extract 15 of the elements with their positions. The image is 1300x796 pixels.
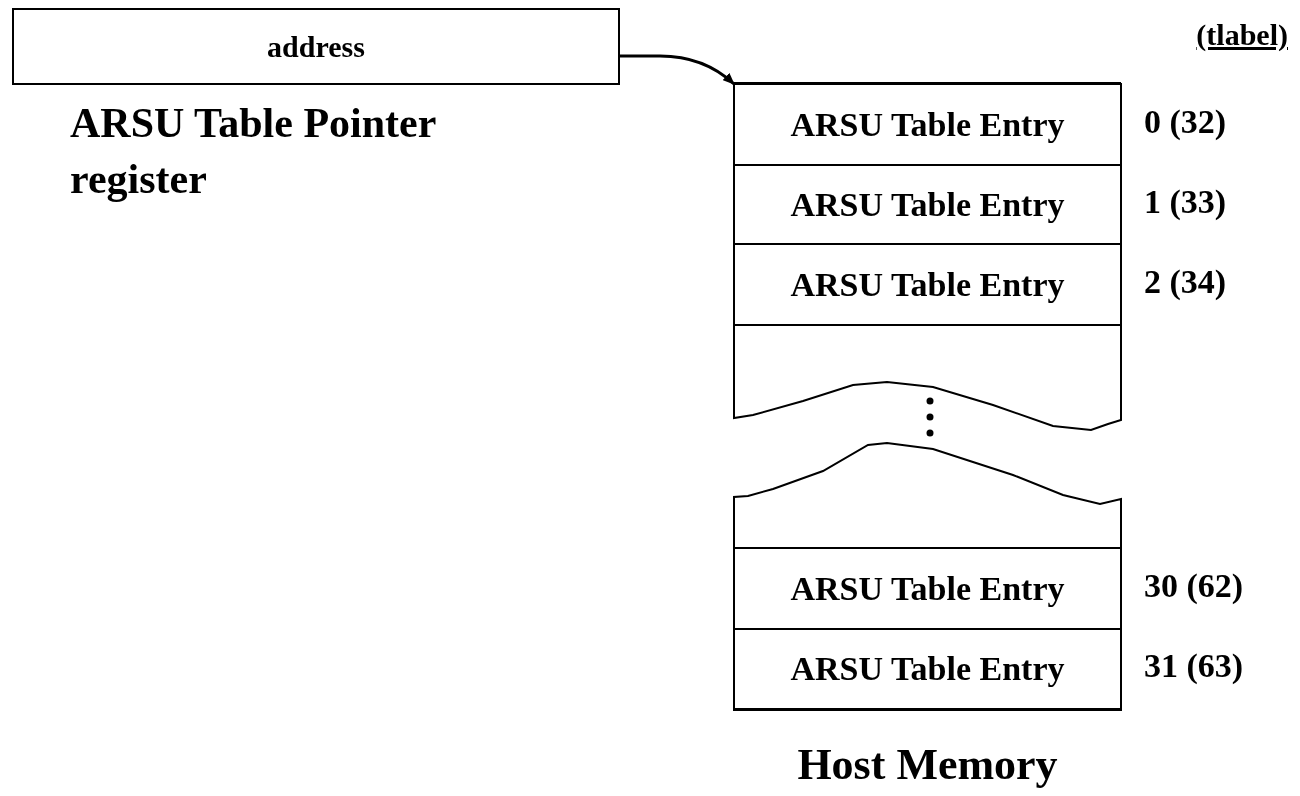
entry-text: ARSU Table Entry [790, 265, 1065, 304]
entry-text: ARSU Table Entry [790, 105, 1065, 144]
entry-index: 30 (62) [1144, 566, 1244, 605]
entry-text: ARSU Table Entry [790, 650, 1065, 688]
entry-index: 0 (32) [1144, 102, 1227, 141]
entry-text: ARSU Table Entry [790, 185, 1065, 224]
entry-index: 2 (34) [1144, 262, 1227, 301]
register-box: address [12, 8, 620, 85]
column-heading: (tlabel) [1196, 18, 1288, 52]
entry-index: 1 (33) [1144, 182, 1227, 221]
table-heading: Host Memory [796, 741, 1059, 789]
register-caption: ARSU Table Pointer register [70, 99, 437, 204]
entry-index: 31 (63) [1144, 647, 1244, 685]
arrow [620, 54, 735, 86]
entry-text: ARSU Table Entry [790, 569, 1065, 608]
